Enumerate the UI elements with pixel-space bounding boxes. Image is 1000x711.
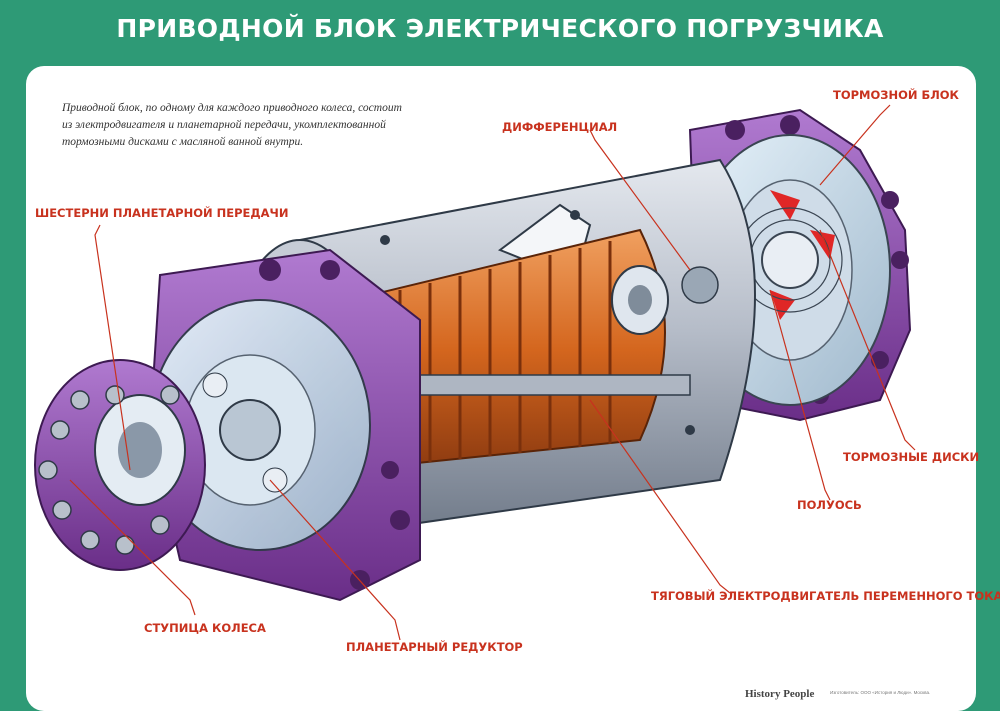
leader-brake-discs [819, 229, 916, 451]
leader-differential [589, 129, 691, 271]
label-brake-block: ТОРМОЗНОЙ БЛОК [833, 88, 959, 102]
leader-wheel-hub [69, 479, 196, 616]
label-planetary-gears: ШЕСТЕРНИ ПЛАНЕТАРНОЙ ПЕРЕДАЧИ [35, 206, 289, 220]
label-traction-motor: ТЯГОВЫЙ ЭЛЕКТРОДВИГАТЕЛЬ ПЕРЕМЕННОГО ТОК… [651, 589, 1000, 603]
label-wheel-hub: СТУПИЦА КОЛЕСА [144, 621, 266, 635]
poster-title: ПРИВОДНОЙ БЛОК ЭЛЕКТРИЧЕСКОГО ПОГРУЗЧИКА [116, 14, 884, 43]
label-differential: ДИФФЕРЕНЦИАЛ [502, 120, 618, 134]
leader-planetary-gears [94, 224, 131, 471]
label-brake-discs: ТОРМОЗНЫЕ ДИСКИ [843, 450, 980, 464]
brand-name: History People [745, 688, 815, 700]
leader-half-axle [769, 289, 831, 501]
label-half-axle: ПОЛУОСЬ [797, 498, 862, 512]
leader-lines [69, 104, 916, 641]
wheel-hub [34, 359, 206, 571]
leader-traction-motor [589, 399, 731, 594]
label-planetary-reducer: ПЛАНЕТАРНЫЙ РЕДУКТОР [346, 640, 523, 654]
leader-planetary-reducer [269, 479, 401, 641]
description-text: Приводной блок, по одному для каждого пр… [62, 102, 402, 148]
leader-brake-block [819, 104, 891, 186]
fine-print: Изготовитель: ООО «История и Люди». Моск… [830, 690, 931, 695]
planetary-reducer [149, 299, 371, 551]
differential-bearing [611, 265, 719, 335]
brand-logo: History People [745, 688, 814, 700]
